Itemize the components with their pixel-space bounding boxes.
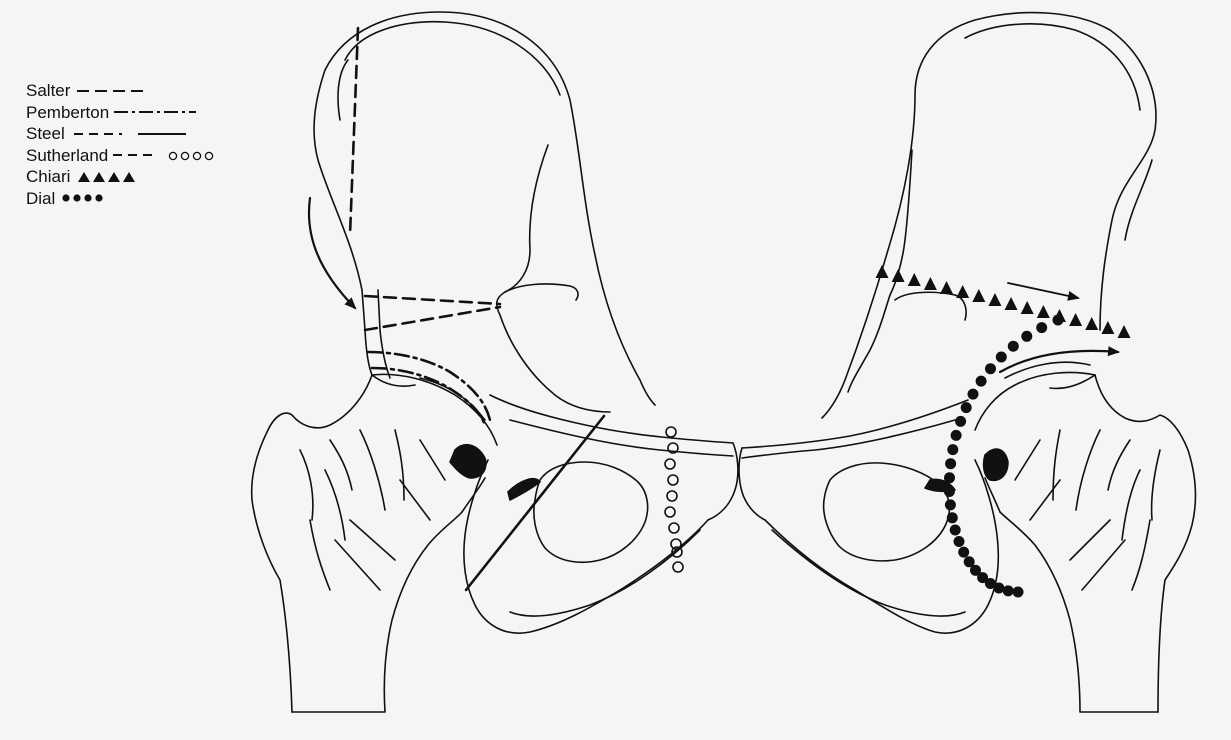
legend-label-sutherland: Sutherland [26,145,108,167]
dial-dot-mark [993,583,1004,594]
steel-osteotomy-line [466,416,604,590]
dial-dot-mark [950,525,961,536]
legend: Salter Pemberton Steel Sutherland Chiari [26,80,251,209]
chiari-triangle-mark [876,265,889,278]
chiari-triangle-mark [1101,321,1114,334]
chiari-triangle-mark [924,277,937,290]
right-obturator-foramen [824,463,950,561]
dial-dot-mark [947,444,958,455]
sutherland-circle-mark [666,427,676,437]
salter-dash-key [73,85,151,97]
left-femoral-neck [252,375,372,712]
sutherland-circle-mark [668,475,678,485]
dial-dot-mark [944,472,955,483]
left-acetabular-fossa [450,445,486,478]
legend-label-steel: Steel [26,123,65,145]
sutherland-circle-key [111,149,251,161]
chiari-triangle-mark [1005,297,1018,310]
legend-item-chiari: Chiari [26,166,251,188]
dial-dot-mark [961,402,972,413]
dial-dot-mark [1021,331,1032,342]
dial-dot-key [58,192,118,204]
dial-dot-mark [985,363,996,374]
chiari-triangle-mark [1037,305,1050,318]
dial-dot-mark [958,547,969,558]
left-sacroiliac-joint [497,145,610,412]
right-superior-pubic-ramus [742,400,968,448]
right-femur [985,375,1195,712]
sutherland-circle-mark [669,523,679,533]
legend-label-pemberton: Pemberton [26,102,109,124]
rotation-arrow [309,198,355,308]
legend-label-salter: Salter [26,80,70,102]
chiari-triangle-mark [1118,325,1131,338]
dial-dot-mark [1053,315,1064,326]
chiari-triangle-mark [956,285,969,298]
sutherland-osteotomy-marks [665,427,683,572]
legend-item-pemberton: Pemberton [26,102,251,124]
salter-osteotomy-line [350,28,500,330]
dial-dot-mark [955,416,966,427]
right-ischium [765,460,998,633]
sutherland-circle-mark [667,491,677,501]
sutherland-circle-mark [665,507,675,517]
dial-dot-mark [947,512,958,523]
right-iliac-wing-outline [822,13,1156,418]
chiari-triangle-mark [1021,301,1034,314]
dial-dot-mark [954,536,965,547]
left-superior-pubic-ramus [490,395,733,443]
right-iliac-inner-line [965,24,1140,110]
pemberton-osteotomy-line [368,352,490,420]
dial-dot-mark [996,352,1007,363]
chiari-triangle-mark [972,289,985,302]
chiari-triangle-mark [1085,317,1098,330]
dial-dot-mark [1008,341,1019,352]
legend-item-salter: Salter [26,80,251,102]
legend-label-chiari: Chiari [26,166,70,188]
left-iliac-wing-outline [314,12,655,405]
dial-dot-mark [1003,585,1014,596]
left-femoral-shaft [292,512,462,712]
right-femoral-shaft [1000,512,1158,712]
chiari-shift-arrow [1008,283,1078,298]
dial-rotation-arrow [1000,351,1118,372]
right-acetabular-fossa [984,449,1008,480]
dial-dot-mark [944,486,955,497]
chiari-triangle-key [73,171,143,183]
chiari-triangle-mark [988,293,1001,306]
legend-item-dial: Dial [26,188,251,210]
dial-dot-mark [968,389,979,400]
dial-dot-mark [951,430,962,441]
legend-item-steel: Steel [26,123,251,145]
chiari-triangle-mark [908,273,921,286]
left-iliac-inner-line [345,22,560,95]
chiari-triangle-mark [1069,313,1082,326]
dial-dot-mark [945,499,956,510]
chiari-osteotomy-marks [876,265,1131,338]
sutherland-circle-mark [665,459,675,469]
dial-dot-mark [1036,322,1047,333]
left-femur [252,375,485,712]
right-acetabulum [975,372,1095,430]
right-pubic-symphysis [739,448,765,520]
pemberton-dashdot-key [112,106,198,118]
steel-line-key [68,128,188,140]
sutherland-circle-mark [673,562,683,572]
chiari-triangle-mark [892,269,905,282]
dial-dot-mark [945,458,956,469]
left-obturator-foramen [534,462,648,562]
chiari-triangle-mark [940,281,953,294]
legend-label-dial: Dial [26,188,55,210]
legend-item-sutherland: Sutherland [26,145,251,167]
dial-dot-mark [1013,587,1024,598]
dial-dot-mark [976,376,987,387]
